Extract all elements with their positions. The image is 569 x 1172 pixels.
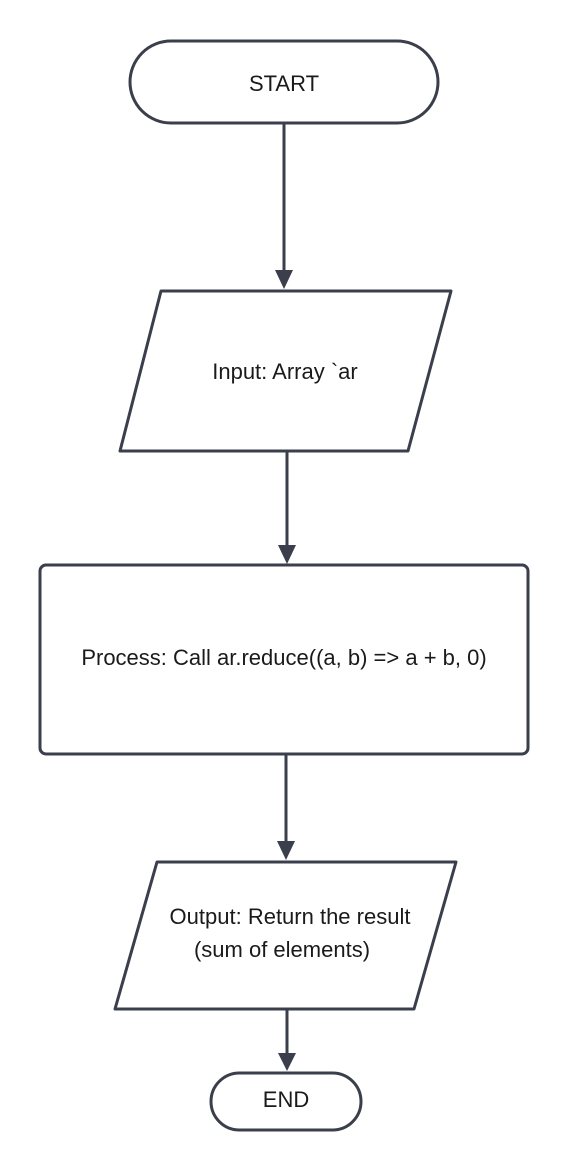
output-label-line1: Output: Return the result	[170, 904, 411, 929]
end-label: END	[263, 1087, 309, 1112]
connector-output-to-end	[278, 1009, 296, 1071]
input-parallelogram-shape	[118, 289, 453, 453]
output-label-line2: (sum of elements)	[194, 937, 370, 962]
process-node: Process: Call ar.reduce((a, b) => a + b,…	[38, 563, 530, 756]
input-label: Input: Array `ar	[212, 359, 358, 384]
connector-start-to-input	[275, 123, 293, 289]
start-label: START	[249, 71, 319, 96]
start-node: START	[128, 39, 440, 125]
arrowhead-icon	[275, 270, 293, 289]
input-node: Input: Array `ar	[118, 289, 453, 453]
arrowhead-icon	[277, 841, 295, 860]
end-terminator-shape	[209, 1071, 363, 1132]
process-rectangle-shape	[38, 563, 530, 756]
connector-process-to-output	[277, 754, 295, 860]
arrowhead-icon	[278, 1053, 296, 1071]
output-parallelogram-shape	[113, 860, 458, 1011]
end-node: END	[209, 1071, 363, 1132]
output-node: Output: Return the result (sum of elemen…	[113, 860, 458, 1011]
process-label: Process: Call ar.reduce((a, b) => a + b,…	[81, 645, 486, 670]
connector-input-to-process	[278, 451, 296, 564]
arrowhead-icon	[278, 545, 296, 564]
